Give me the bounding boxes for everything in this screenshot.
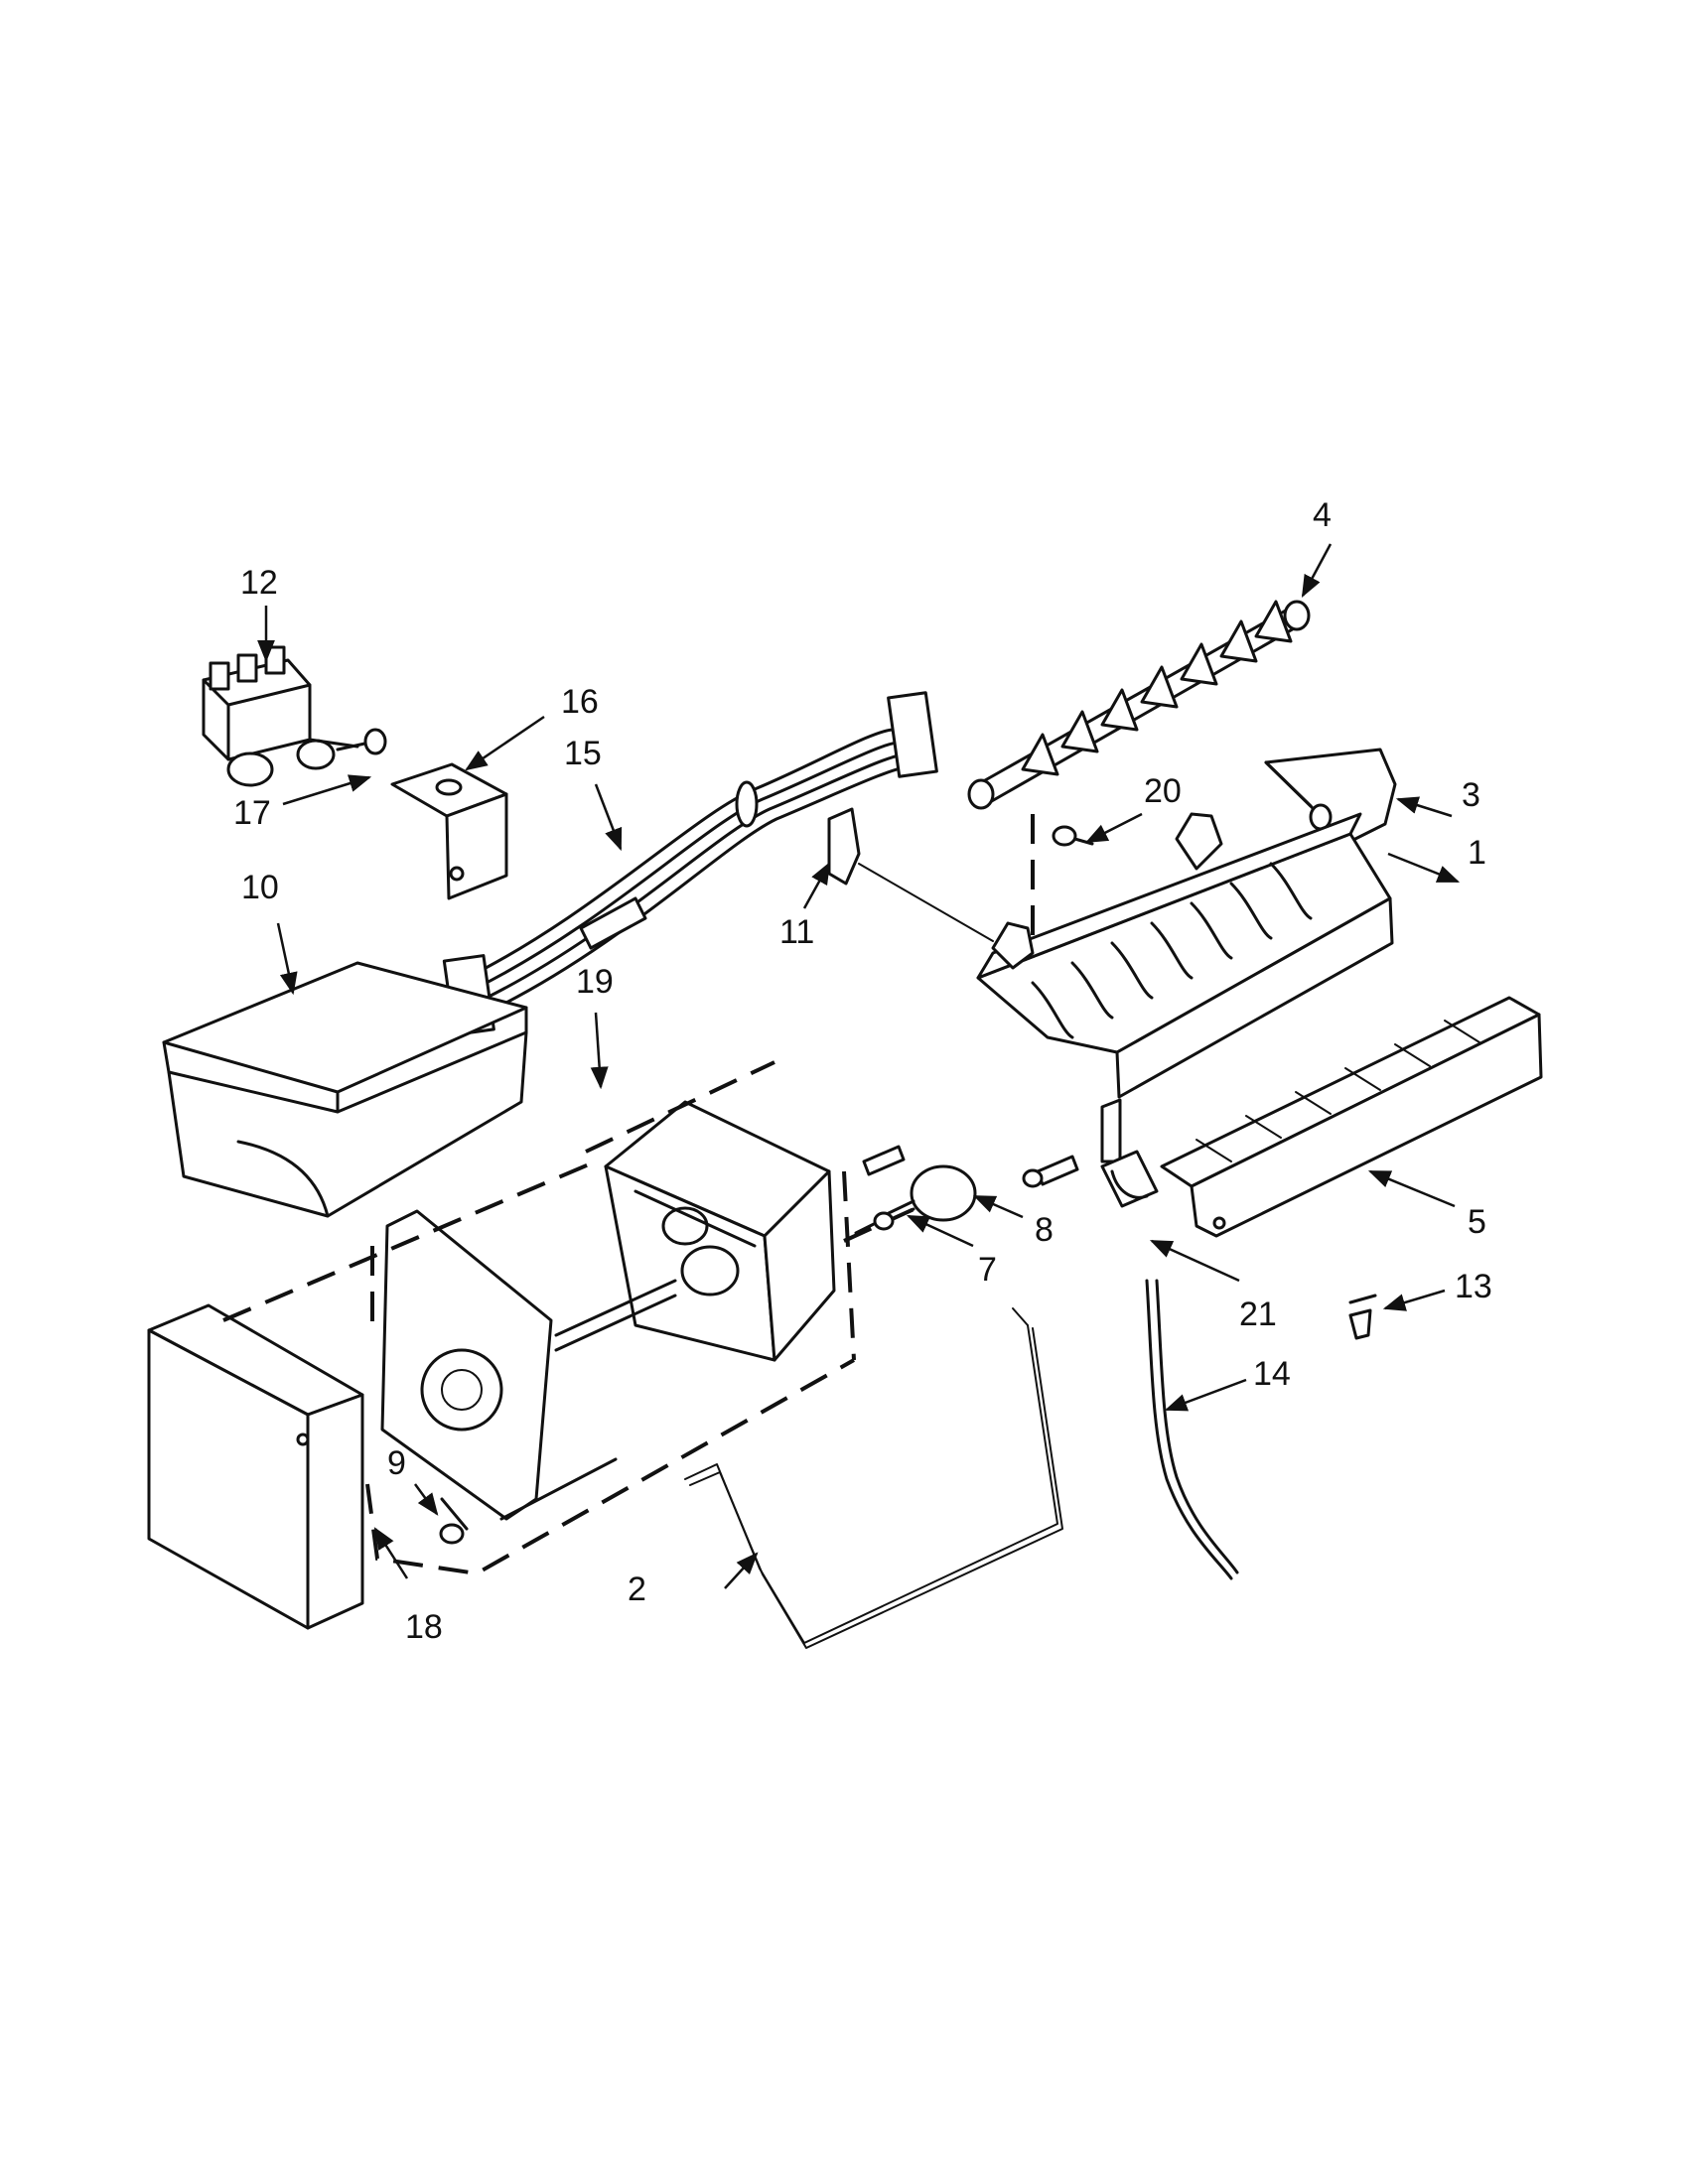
leader-9: [413, 1483, 439, 1516]
part-heater-pins: [854, 1145, 1079, 1235]
leader-15: [594, 783, 623, 852]
label-part-10: 10: [241, 869, 279, 906]
leader-11: [802, 862, 831, 909]
label-part-14: 14: [1253, 1355, 1291, 1393]
label-part-19: 19: [576, 963, 614, 1001]
leader-21: [1149, 1239, 1240, 1283]
label-part-2: 2: [628, 1570, 646, 1608]
leader-4: [1301, 543, 1333, 598]
part-motor-module: [380, 1209, 677, 1521]
part-water-valve: [202, 645, 359, 787]
label-part-7: 7: [978, 1251, 997, 1289]
part-feeler-arm: [684, 1307, 1063, 1649]
part-wire-harness: [442, 691, 938, 1036]
label-part-8: 8: [1035, 1211, 1054, 1249]
leader-7: [906, 1214, 974, 1248]
part-mold: [976, 812, 1394, 1163]
part-screw-motor: [439, 1497, 469, 1545]
leader-13: [1382, 1289, 1446, 1311]
label-part-5: 5: [1468, 1203, 1486, 1241]
label-part-12: 12: [240, 564, 278, 602]
label-part-4: 4: [1313, 496, 1332, 534]
part-labels: 1 2 3 4 5 7 8 9 10 11 12 13 14 15 16 17 …: [233, 496, 1492, 1646]
leader-20: [1084, 812, 1143, 844]
leader-18: [373, 1527, 409, 1579]
part-stripper: [1160, 996, 1543, 1238]
part-screw-mold: [1052, 825, 1094, 847]
label-part-1: 1: [1468, 834, 1486, 872]
label-part-15: 15: [564, 735, 602, 772]
label-part-20: 20: [1144, 772, 1182, 810]
part-plug: [1348, 1294, 1377, 1340]
part-tube-clip: [1100, 1150, 1159, 1208]
label-part-3: 3: [1462, 776, 1480, 814]
leader-14: [1164, 1378, 1247, 1412]
leader-2: [724, 1552, 759, 1589]
leader-1: [1387, 852, 1461, 884]
leader-3: [1395, 796, 1453, 818]
leader-19: [590, 1012, 609, 1090]
label-part-17: 17: [233, 794, 271, 832]
part-bracket: [390, 762, 508, 900]
leader-16: [465, 715, 545, 771]
part-cover: [1264, 748, 1397, 846]
label-part-16: 16: [561, 683, 599, 721]
label-part-9: 9: [387, 1444, 406, 1482]
label-part-11: 11: [779, 913, 814, 951]
part-thermostat: [887, 1164, 977, 1223]
leader-5: [1367, 1169, 1456, 1208]
part-fill-tube: [1145, 1279, 1239, 1580]
leader-17: [282, 774, 372, 806]
part-side-cover: [147, 1303, 364, 1630]
leader-arrows: [257, 543, 1461, 1589]
label-part-18: 18: [405, 1608, 443, 1646]
part-control-housing: [604, 1100, 836, 1362]
leader-8: [972, 1194, 1024, 1219]
part-clip: [827, 807, 994, 942]
part-ice-bucket: [162, 961, 528, 1218]
label-part-21: 21: [1239, 1296, 1277, 1333]
part-screw-valve: [336, 728, 387, 755]
leader-10: [276, 922, 298, 996]
label-part-13: 13: [1455, 1268, 1492, 1305]
part-ejector: [967, 600, 1311, 810]
